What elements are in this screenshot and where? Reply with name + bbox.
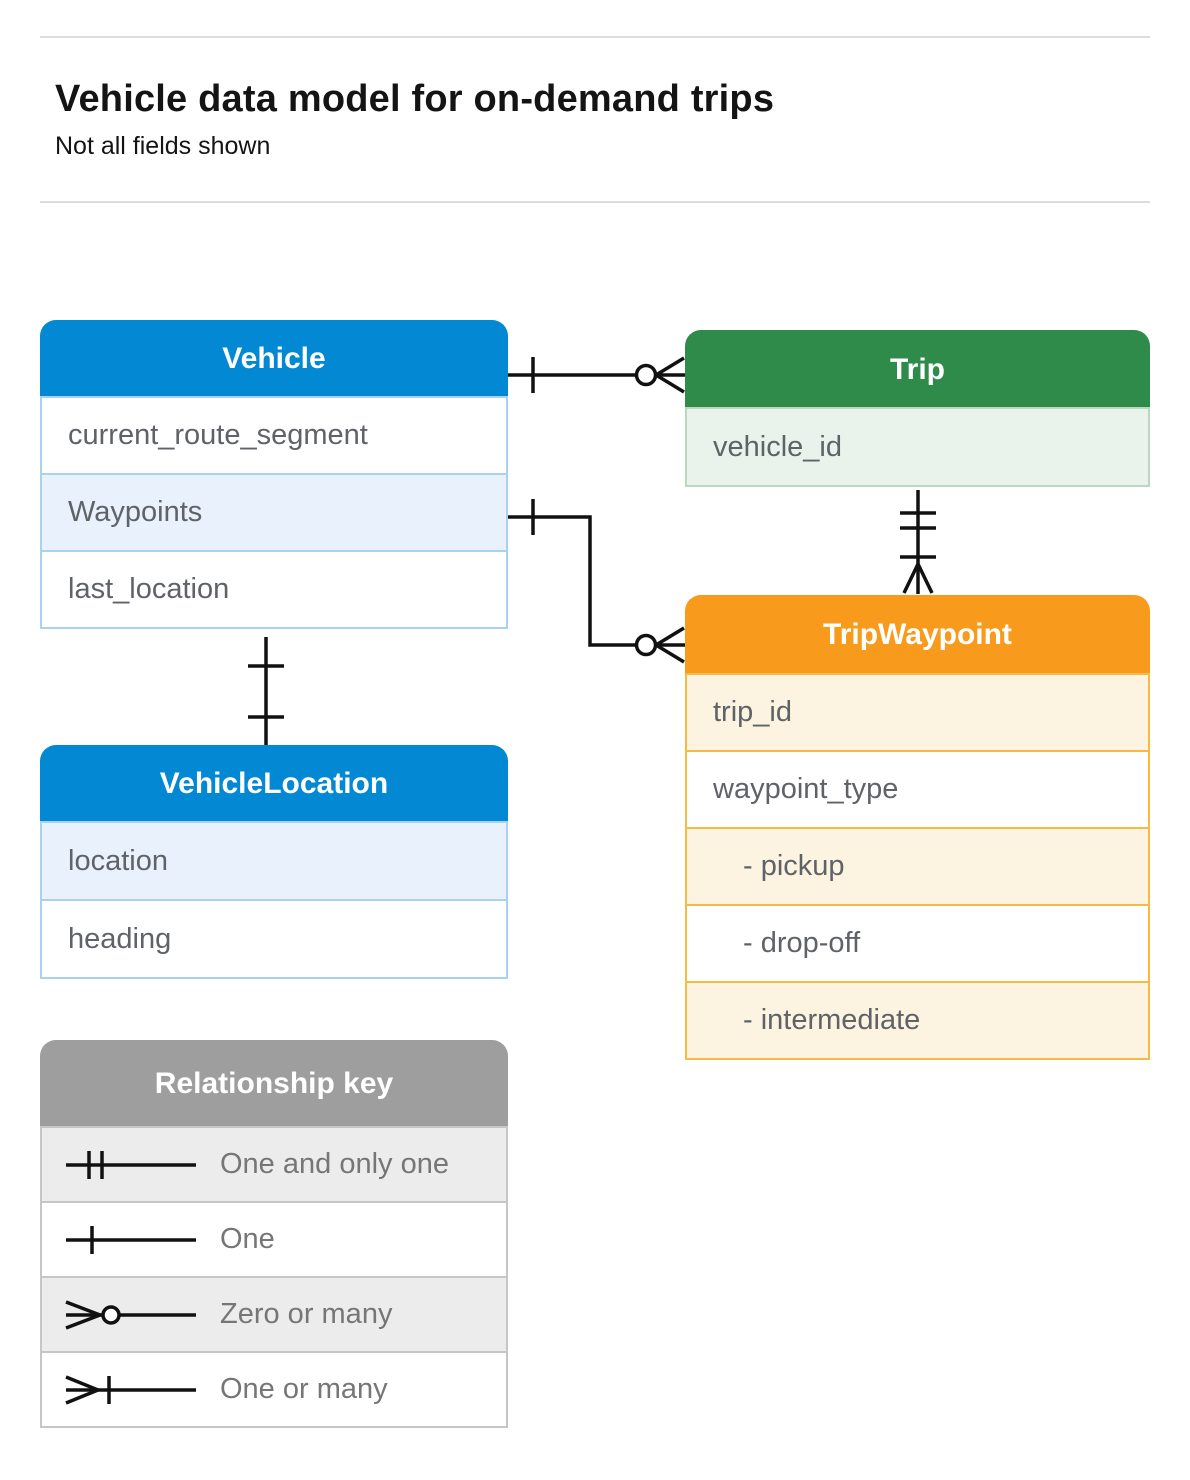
one-icon bbox=[42, 1220, 220, 1260]
connector-vehicle-vehiclelocation bbox=[248, 637, 284, 745]
relationship-key-title: Relationship key bbox=[40, 1040, 508, 1128]
relationship-key: Relationship key One and only one One bbox=[40, 1040, 508, 1428]
header-divider bbox=[40, 201, 1150, 203]
entity-trip-waypoint-title: TripWaypoint bbox=[685, 595, 1150, 675]
legend-item-one: One bbox=[40, 1201, 508, 1278]
field-location: location bbox=[40, 821, 508, 901]
page-title: Vehicle data model for on-demand trips bbox=[55, 78, 775, 120]
field-heading: heading bbox=[40, 899, 508, 979]
field-waypoint-type-drop-off: - drop-off bbox=[685, 904, 1150, 983]
field-trip-id: trip_id bbox=[685, 673, 1150, 752]
field-current-route-segment: current_route_segment bbox=[40, 396, 508, 475]
page-subtitle: Not all fields shown bbox=[55, 132, 271, 160]
connector-vehicle-trip bbox=[508, 356, 685, 394]
legend-item-one-or-many: One or many bbox=[40, 1351, 508, 1428]
legend-label: One or many bbox=[220, 1373, 388, 1405]
top-divider bbox=[40, 36, 1150, 38]
field-last-location: last_location bbox=[40, 550, 508, 629]
legend-item-zero-or-many: Zero or many bbox=[40, 1276, 508, 1353]
legend-label: One and only one bbox=[220, 1148, 449, 1180]
entity-vehicle-title: Vehicle bbox=[40, 320, 508, 398]
field-waypoint-type: waypoint_type bbox=[685, 750, 1150, 829]
legend-label: One bbox=[220, 1223, 275, 1255]
field-waypoint-type-intermediate: - intermediate bbox=[685, 981, 1150, 1060]
entity-trip: Trip vehicle_id bbox=[685, 330, 1150, 487]
legend-item-one-and-only-one: One and only one bbox=[40, 1126, 508, 1203]
zero-or-many-icon bbox=[42, 1295, 220, 1335]
connector-waypoints-tripwaypoint bbox=[508, 499, 685, 664]
field-vehicle-id: vehicle_id bbox=[685, 407, 1150, 487]
field-waypoints: Waypoints bbox=[40, 473, 508, 552]
entity-vehicle-location: VehicleLocation location heading bbox=[40, 745, 508, 979]
connector-trip-tripwaypoint bbox=[900, 490, 936, 594]
one-and-only-one-icon bbox=[42, 1145, 220, 1185]
entity-trip-waypoint: TripWaypoint trip_id waypoint_type - pic… bbox=[685, 595, 1150, 1060]
entity-vehicle-location-title: VehicleLocation bbox=[40, 745, 508, 823]
one-or-many-icon bbox=[42, 1370, 220, 1410]
legend-label: Zero or many bbox=[220, 1298, 393, 1330]
entity-vehicle: Vehicle current_route_segment Waypoints … bbox=[40, 320, 508, 629]
entity-trip-title: Trip bbox=[685, 330, 1150, 409]
field-waypoint-type-pickup: - pickup bbox=[685, 827, 1150, 906]
